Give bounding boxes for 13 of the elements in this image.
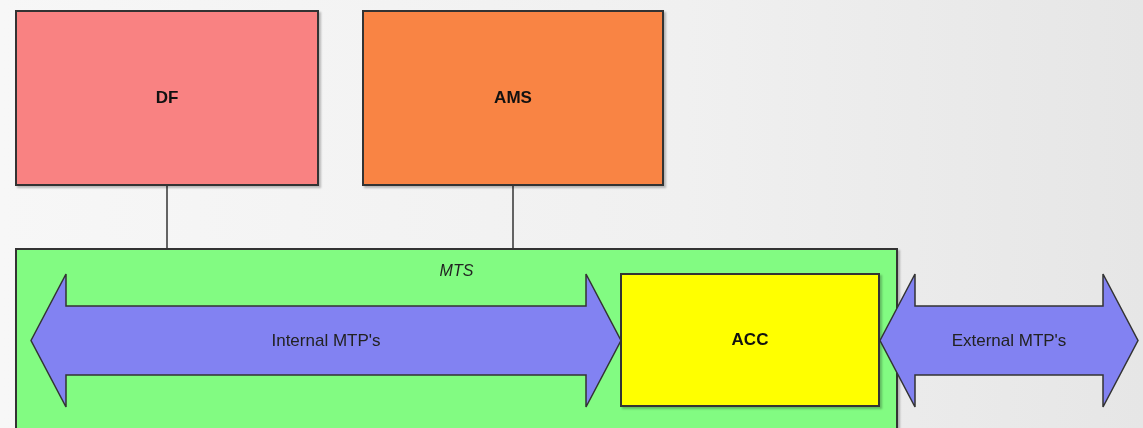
double-block-arrow xyxy=(879,273,1139,408)
acc-box xyxy=(620,273,880,407)
arrow-label: Internal MTP's xyxy=(271,330,381,351)
arrow-label: External MTP's xyxy=(951,330,1067,351)
connector-line xyxy=(512,185,514,249)
connector-line xyxy=(166,185,168,249)
box-label: AMS xyxy=(494,88,532,108)
container-label: MTS xyxy=(439,262,474,279)
mts-container xyxy=(15,248,898,428)
box-label: ACC xyxy=(731,330,769,350)
ams-box xyxy=(362,10,664,186)
df-box xyxy=(15,10,319,186)
box-label: DF xyxy=(155,88,179,108)
